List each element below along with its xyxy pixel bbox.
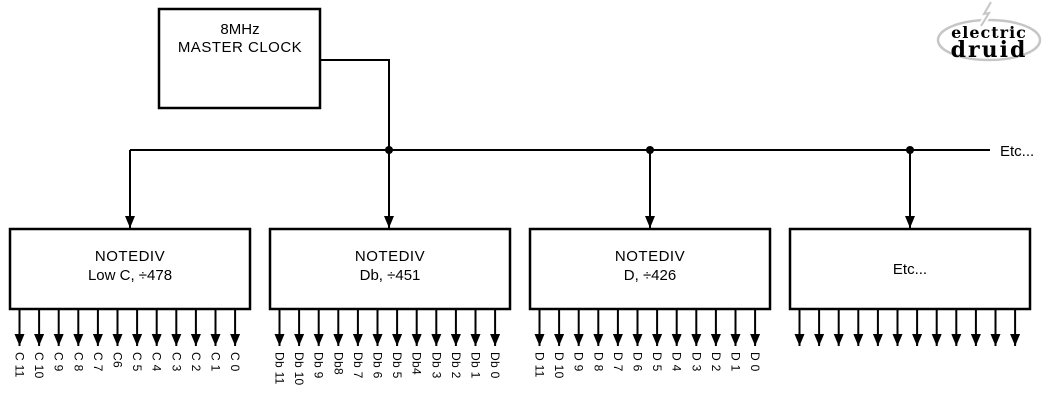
junction-dot xyxy=(646,146,654,154)
notediv-box-db xyxy=(268,227,512,311)
output-pin-label: D 5 xyxy=(650,352,664,372)
output-pin-label: D 1 xyxy=(729,352,743,372)
output-pin-label: C 7 xyxy=(91,352,105,372)
output-pin-label: Db 9 xyxy=(312,352,326,379)
notediv-db-subtitle: Db, ÷451 xyxy=(360,267,421,284)
output-pin-label: D 7 xyxy=(611,352,625,372)
output-pin-label: Db 3 xyxy=(429,352,443,379)
output-pin-label: C 10 xyxy=(32,352,46,379)
output-pin-label: C 4 xyxy=(150,352,164,372)
logo-ellipse xyxy=(936,18,1042,62)
output-pin-label: D 6 xyxy=(631,352,645,372)
output-pin-label: Db 7 xyxy=(351,352,365,379)
output-pin-label: D 2 xyxy=(709,352,723,372)
outputs-lowc: C 11 C 10 C 9 C 8 C 7 C6 C 5 C 4 C 3 C 2 C 1 C 0 xyxy=(13,309,242,379)
notediv-d-subtitle: D, ÷426 xyxy=(624,267,676,284)
outputs-db: Db 11 Db 10 Db 9 Db8 Db 7 Db 6 Db 5 Db4 Db 3 Db 2… xyxy=(273,309,502,386)
output-pin-label: D 8 xyxy=(591,352,605,372)
output-pin-label: C 0 xyxy=(228,352,242,372)
clock-bus-wires xyxy=(125,59,990,228)
notediv-d-title: NOTEDIV xyxy=(615,248,685,265)
master-clock-line2: MASTER CLOCK xyxy=(178,39,302,56)
output-pin-label: D 10 xyxy=(552,352,566,379)
output-pin-label: C 2 xyxy=(189,352,203,372)
output-pin-label: D 11 xyxy=(533,352,547,378)
notediv-lowc-title: NOTEDIV xyxy=(95,248,165,265)
master-clock-box xyxy=(157,7,322,110)
output-pin-label: Db 11 xyxy=(273,352,287,385)
electric-druid-logo: electric druid xyxy=(936,0,1042,63)
output-pin-label: C 9 xyxy=(52,352,66,372)
notediv-box-lowc xyxy=(8,227,252,311)
output-pin-label: Db 6 xyxy=(371,352,385,379)
output-pin-label: D 3 xyxy=(689,352,703,372)
lightning-bolt-icon xyxy=(980,1,992,27)
master-clock-line1: 8MHz xyxy=(220,21,259,38)
outputs-d: D 11 D 10 D 9 D 8 D 7 D 6 D 5 D 4 D 3 D 2 D 1 D 0 xyxy=(533,309,762,379)
output-pin-label: Db 2 xyxy=(449,352,463,379)
output-pin-label: Db8 xyxy=(331,352,345,375)
notediv-lowc-subtitle: Low C, ÷478 xyxy=(88,267,172,284)
notediv-box-d xyxy=(528,227,772,311)
bus-junction-dots xyxy=(385,146,914,154)
output-pin-label: C 11 xyxy=(13,352,27,378)
output-pin-label: C 1 xyxy=(209,352,223,372)
logo-word-druid: druid xyxy=(951,37,1028,63)
outputs-etc xyxy=(794,309,1021,346)
output-pin-label: D 0 xyxy=(748,352,762,372)
notediv-box-etc xyxy=(788,227,1032,311)
notediv-etc-title: Etc... xyxy=(893,261,927,278)
notediv-db-title: NOTEDIV xyxy=(355,248,425,265)
logo-word-electric: electric xyxy=(951,23,1027,42)
bus-etc-label: Etc... xyxy=(1000,143,1034,160)
output-pin-label: Db4 xyxy=(410,352,424,375)
junction-dot xyxy=(906,146,914,154)
output-pin-label: Db 10 xyxy=(292,352,306,386)
output-pin-label: Db 0 xyxy=(488,352,502,379)
output-pin-label: C 3 xyxy=(169,352,183,372)
junction-dot xyxy=(385,146,393,154)
output-pin-label: C 5 xyxy=(130,352,144,372)
output-pin-label: D 4 xyxy=(670,352,684,372)
output-pin-label: C 8 xyxy=(71,352,85,372)
output-pin-label: D 9 xyxy=(572,352,586,372)
output-pin-label: C6 xyxy=(111,352,125,368)
output-pin-label: Db 5 xyxy=(390,352,404,379)
wire-clock-to-div2 xyxy=(320,59,394,228)
output-pin-label: Db 1 xyxy=(469,352,483,379)
